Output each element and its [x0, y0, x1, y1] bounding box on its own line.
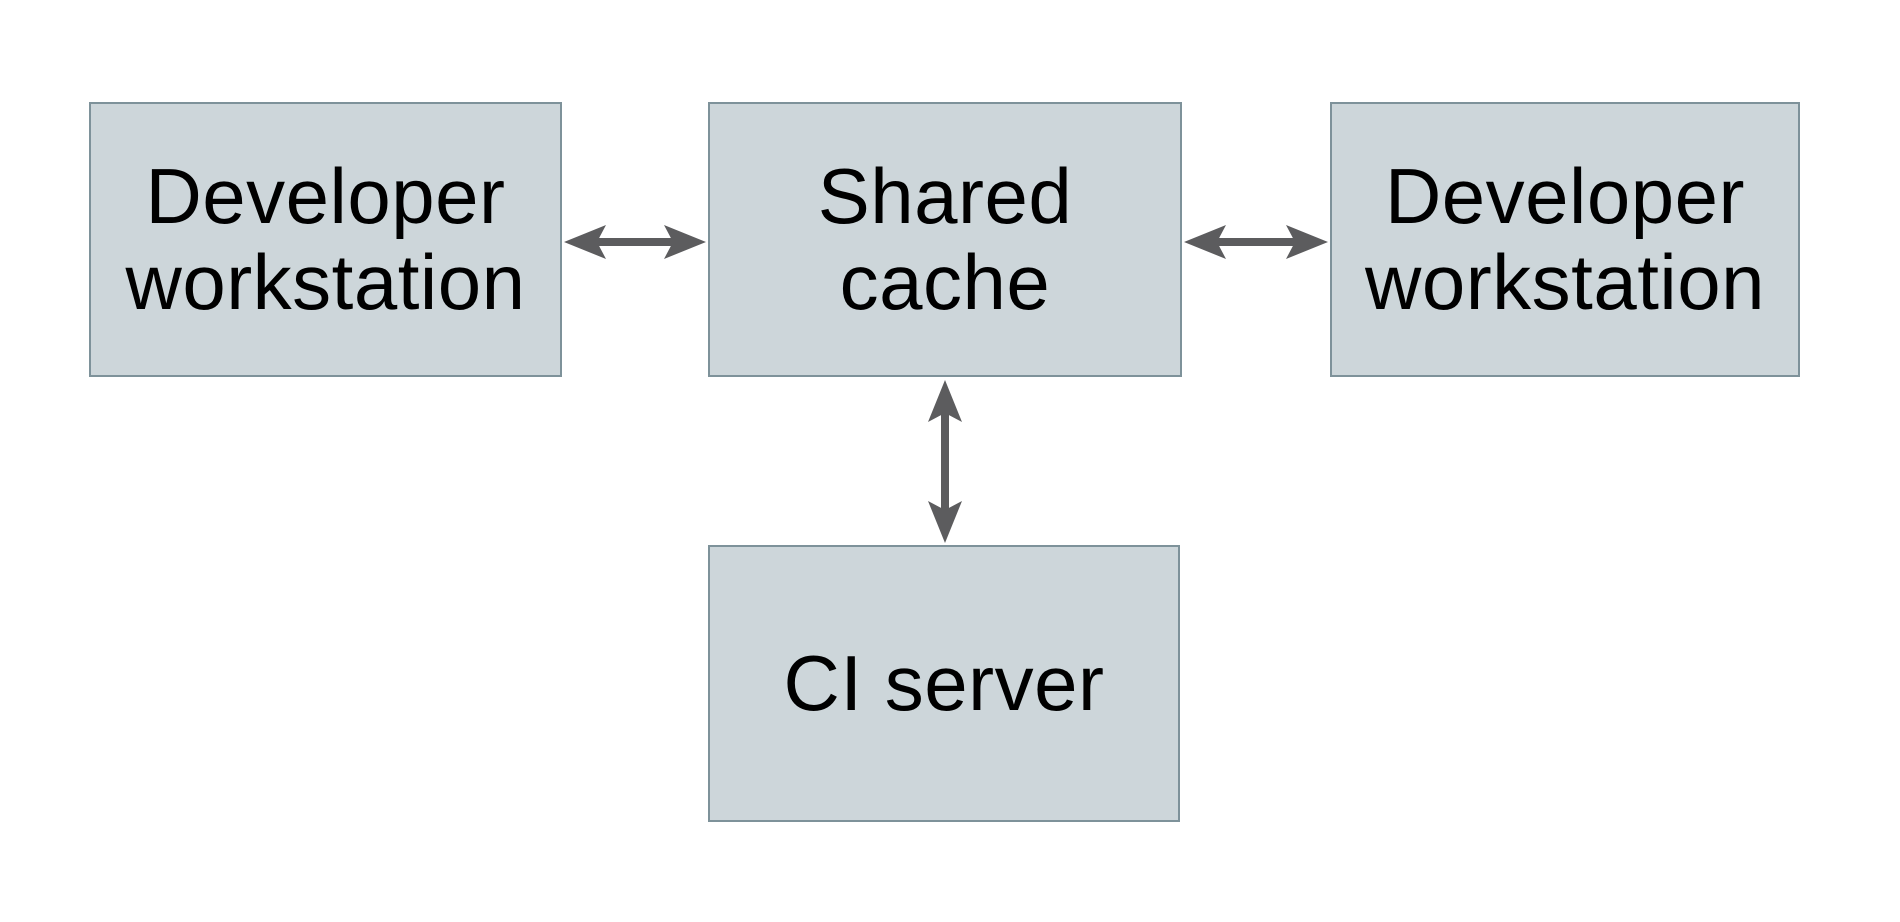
node-label-shared-cache: Shared cache — [817, 151, 1073, 326]
node-developer-workstation-left: Developer workstation — [89, 102, 562, 377]
node-label-ci-server: CI server — [783, 638, 1105, 727]
node-developer-workstation-right: Developer workstation — [1330, 102, 1800, 377]
node-label-developer-workstation-right: Developer workstation — [1365, 151, 1765, 326]
node-shared-cache: Shared cache — [708, 102, 1182, 377]
node-ci-server: CI server — [708, 545, 1180, 822]
bidirectional-arrow-icon-left — [564, 225, 706, 259]
bidirectional-arrow-icon-right — [1184, 225, 1328, 259]
bidirectional-arrow-icon-vertical — [928, 380, 962, 543]
node-label-developer-workstation-left: Developer workstation — [125, 151, 526, 326]
